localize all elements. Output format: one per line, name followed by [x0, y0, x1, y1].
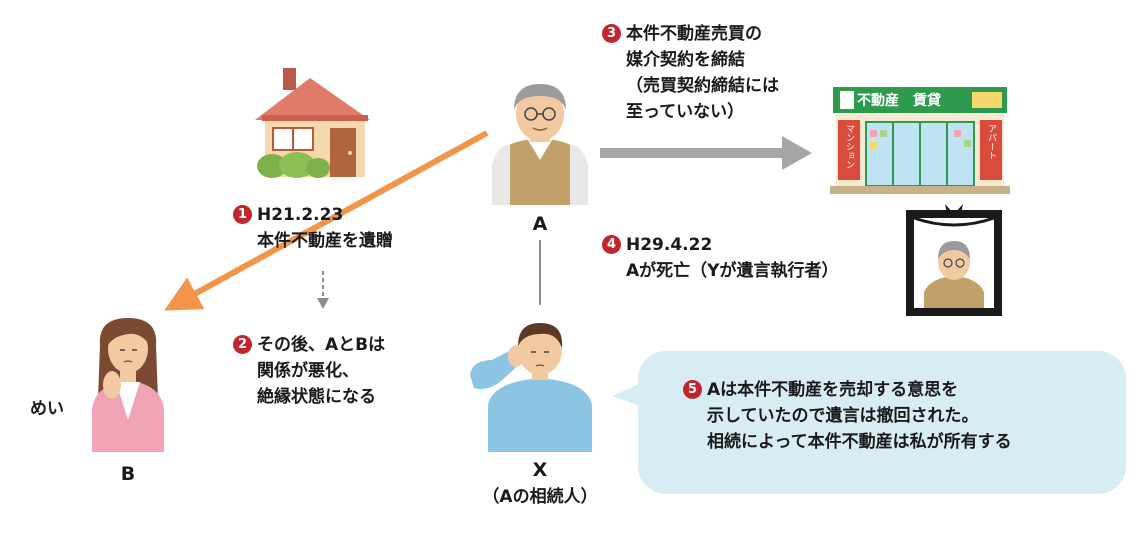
step-2-badge: 2 [233, 335, 252, 354]
step-3-badge: 3 [602, 24, 621, 43]
shop-banner-left: マンション [844, 124, 854, 169]
person-x-label: X [532, 459, 548, 481]
person-x-icon [470, 323, 592, 452]
shop-sign: 不動産 賃貸 [857, 93, 941, 109]
person-a-label: A [532, 213, 548, 235]
bequest-arrow [164, 130, 489, 311]
house-icon [255, 68, 370, 178]
step-5-badge: 5 [683, 380, 702, 399]
bubble-tail [612, 382, 646, 408]
shop-banner-right: アパート [986, 124, 996, 160]
relationship-arrow [317, 271, 329, 309]
step-4-badge: 4 [602, 235, 621, 254]
real-estate-shop-icon [830, 87, 1010, 194]
person-b-label: B [120, 463, 136, 485]
brokerage-arrow [600, 136, 812, 170]
claim-speech-bubble [638, 351, 1126, 494]
step-1-badge: 1 [233, 205, 252, 224]
person-x-sub: （Aの相続人） [482, 487, 598, 507]
person-b-icon [92, 318, 164, 452]
memorial-portrait-icon [906, 204, 1002, 316]
person-b-relation: めい [30, 399, 64, 419]
person-a-icon [492, 84, 588, 205]
